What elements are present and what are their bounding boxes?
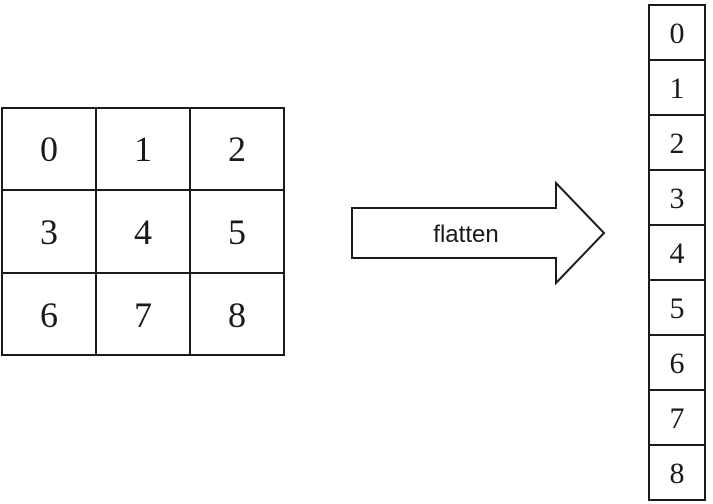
column-cell-4: 4 [670, 237, 685, 270]
grid-cell-2: 2 [228, 129, 246, 169]
flatten-arrow: flatten [351, 180, 606, 286]
grid-cell-8: 8 [228, 295, 246, 335]
grid-cell-5: 5 [228, 212, 246, 252]
arrow-label: flatten [433, 221, 498, 248]
column-cell-2: 2 [670, 127, 685, 160]
arrow-shape [351, 180, 606, 286]
grid-outline [1, 107, 285, 356]
column-cell-6: 6 [670, 347, 685, 380]
column-cell-0: 0 [670, 17, 685, 50]
grid-cell-0: 0 [40, 129, 58, 169]
grid-cell-1: 1 [134, 129, 152, 169]
matrix-grid: 0 1 2 3 4 5 6 7 8 [1, 107, 285, 356]
column-cell-1: 1 [670, 72, 685, 105]
grid-cell-3: 3 [40, 212, 58, 252]
column-cell-3: 3 [670, 182, 685, 215]
column-cell-5: 5 [670, 292, 685, 325]
grid-cell-4: 4 [134, 212, 152, 252]
column-cell-7: 7 [670, 402, 685, 435]
grid-cell-6: 6 [40, 295, 58, 335]
column-cell-8: 8 [670, 457, 685, 490]
column-outline [648, 4, 706, 501]
flattened-column: 0 1 2 3 4 5 6 7 8 [648, 4, 706, 501]
grid-cell-7: 7 [134, 295, 152, 335]
